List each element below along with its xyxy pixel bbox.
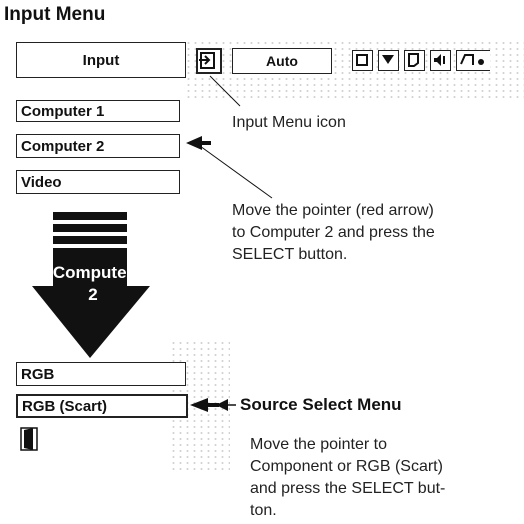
move-pointer-line: Move the pointer (red arrow) (232, 202, 434, 219)
list-item-video[interactable]: Video (16, 170, 180, 194)
list-item-rgb[interactable]: RGB (16, 362, 186, 386)
move-pointer-2-line: and press the SELECT but- (250, 480, 446, 497)
move-pointer-text: Move the pointer (red arrow) to Computer… (232, 200, 435, 266)
big-arrow-label: Computer 2 (52, 262, 134, 306)
input-menu-icon-label: Input Menu icon (232, 114, 346, 131)
input-button[interactable]: Input (16, 42, 186, 78)
image-icon[interactable] (352, 50, 373, 71)
move-pointer-2-line: Component or RGB (Scart) (250, 458, 443, 475)
move-pointer-2-line: Move the pointer to (250, 436, 387, 453)
door-icon-glyph (20, 427, 38, 451)
setting-icon-glyph (382, 55, 394, 64)
input-menu-icon-glyph (199, 52, 215, 69)
sound-icon-glyph (434, 54, 445, 66)
big-down-arrow (32, 212, 150, 358)
auto-button[interactable]: Auto (232, 48, 332, 74)
move-pointer-2-text: Move the pointer to Component or RGB (Sc… (250, 434, 445, 522)
source-select-menu-title: Source Select Menu (240, 395, 402, 414)
list-item-rgb-scart[interactable]: RGB (Scart) (16, 394, 188, 418)
sound-icon[interactable] (430, 50, 451, 71)
move-pointer-line: SELECT button. (232, 246, 348, 263)
screen-icon-glyph (408, 53, 419, 67)
input-menu-icon[interactable] (196, 48, 222, 74)
more-icon[interactable] (456, 50, 490, 71)
more-icon-glyph (460, 54, 484, 65)
move-pointer-2-line: ton. (250, 502, 277, 519)
screen-icon[interactable] (404, 50, 425, 71)
big-arrow-line2: 2 (88, 285, 98, 304)
move-pointer-line: to Computer 2 and press the (232, 224, 435, 241)
big-arrow-line1: Computer (52, 263, 134, 282)
image-icon-glyph (356, 54, 368, 66)
list-item-computer-1[interactable]: Computer 1 (16, 100, 180, 122)
door-icon[interactable] (18, 426, 40, 452)
setting-icon[interactable] (378, 50, 399, 71)
page-title: Input Menu (4, 4, 106, 25)
list-item-computer-2[interactable]: Computer 2 (16, 134, 180, 158)
